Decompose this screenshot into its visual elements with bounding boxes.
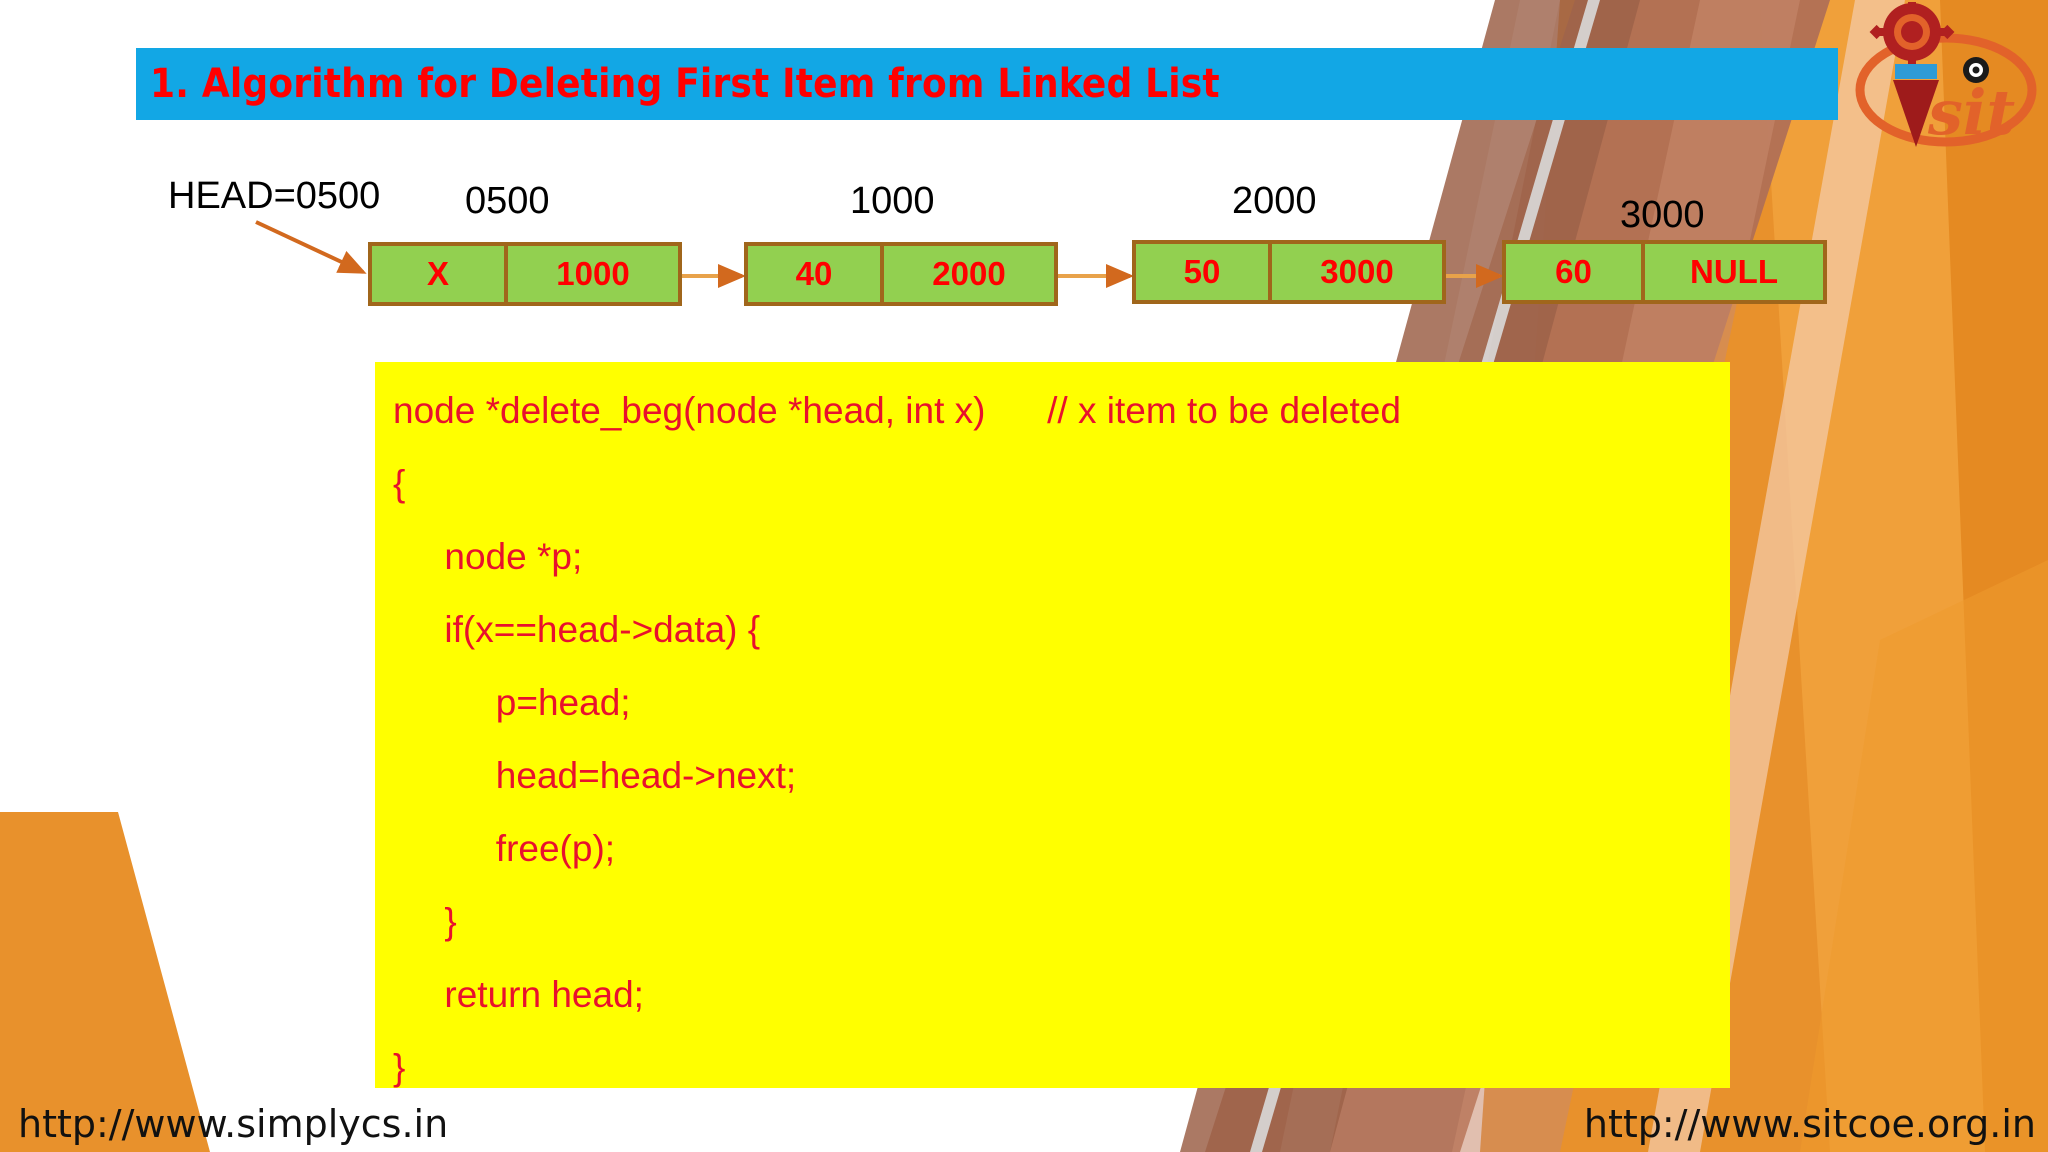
head-pointer-label: HEAD=0500 [168,175,381,217]
footer-url-right: http://www.sitcoe.org.in [1583,1102,2036,1146]
list-node-3: 50 3000 [1132,240,1446,304]
node-data-3: 50 [1136,244,1272,300]
code-block: node *delete_beg(node *head, int x) // x… [375,362,1730,1088]
code-line: { [393,463,406,504]
node-address-label-4: 3000 [1620,194,1705,236]
logo-blue-band [1895,64,1937,79]
code-line: node *delete_beg(node *head, int x) // x… [393,390,1401,431]
list-node-2: 40 2000 [744,242,1058,306]
node-address-label-2: 1000 [850,180,935,222]
logo-triangle [1893,80,1939,147]
node-data-2: 40 [748,246,884,302]
code-line: } [393,1047,406,1088]
node-address-label-1: 0500 [465,180,550,222]
head-arrow [255,220,367,274]
node-next-4: NULL [1690,253,1778,290]
slide-title-bar: 1. Algorithm for Deleting First Item fro… [136,48,1838,120]
code-line: node *p; [393,536,583,577]
code-line: p=head; [393,682,631,723]
node-data-4: 60 [1506,244,1645,300]
node-address-label-3: 2000 [1232,180,1317,222]
code-line: free(p); [393,828,616,869]
gear-icon [1869,2,1955,75]
sit-logo: sit [1855,2,2037,149]
page-title: 1. Algorithm for Deleting First Item fro… [150,61,1220,107]
code-line: head=head->next; [393,755,797,796]
node-next-3: 3000 [1320,253,1394,290]
node-data-1: X [372,246,508,302]
linked-list-arrows [255,220,1504,288]
small-gear-icon [1963,57,1989,83]
code-line: if(x==head->data) { [393,609,761,650]
footer-url-left: http://www.simplycs.in [18,1102,449,1146]
code-line: } [393,901,457,942]
list-node-1: X 1000 [368,242,682,306]
linked-list-diagram: 0500 X 1000 1000 40 2000 2000 50 3000 30… [0,0,2048,340]
list-node-4: 60 NULL [1502,240,1827,304]
logo-text: sit [1927,76,2015,149]
node-next-2: 2000 [932,255,1006,292]
node-next-1: 1000 [556,255,630,292]
code-line: return head; [393,974,644,1015]
